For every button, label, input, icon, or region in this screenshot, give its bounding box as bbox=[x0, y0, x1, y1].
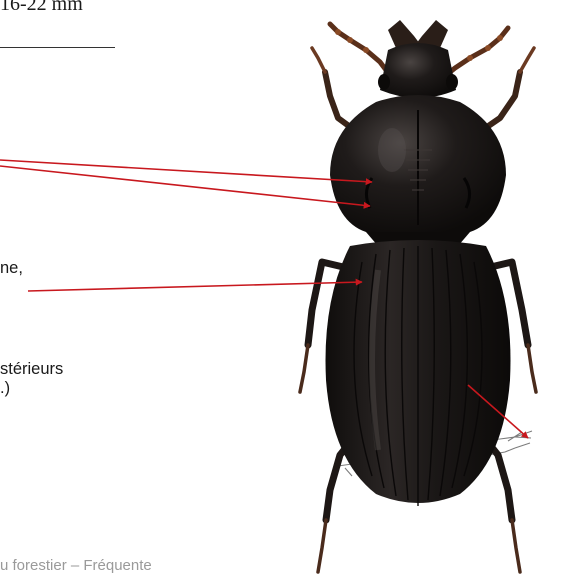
arrow-elytra bbox=[28, 282, 362, 291]
arrow-pronotum-upper bbox=[0, 160, 372, 182]
arrow-pronotum-lower bbox=[0, 166, 370, 206]
beetle-illustration bbox=[300, 20, 536, 572]
